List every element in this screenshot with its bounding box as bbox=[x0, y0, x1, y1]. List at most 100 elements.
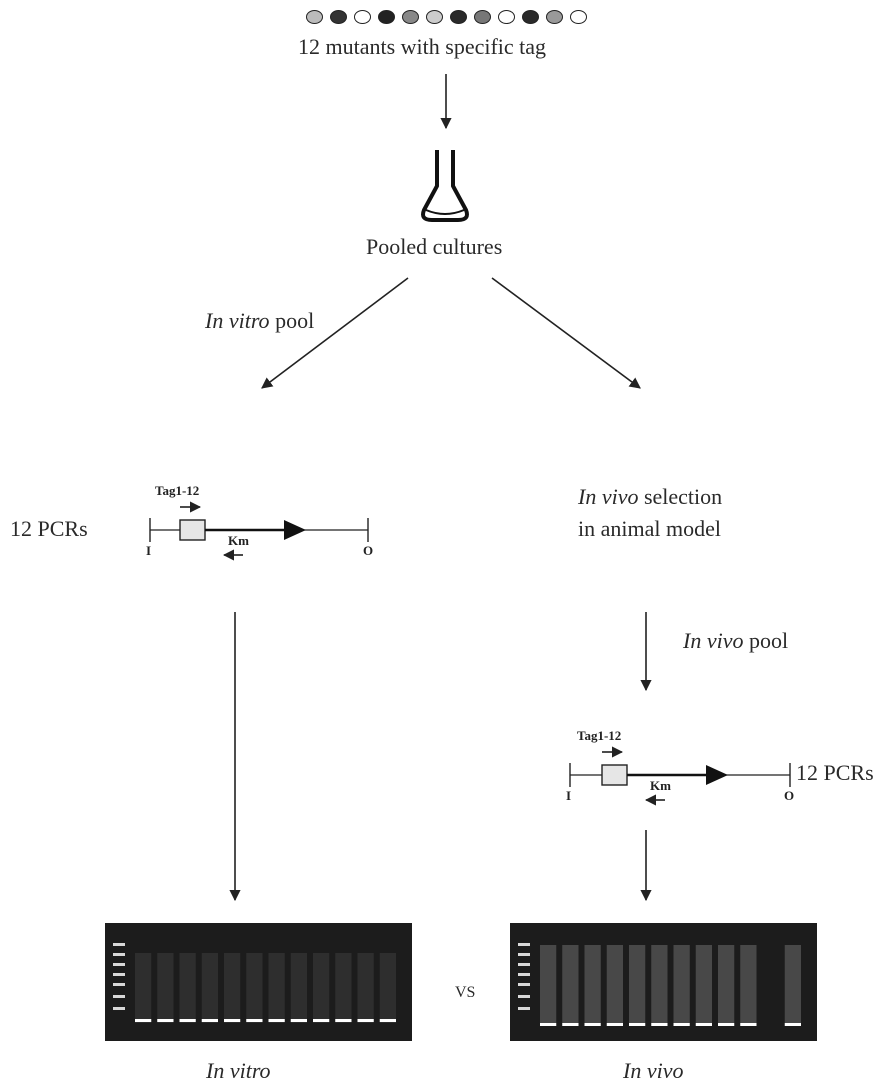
left-tag-label: Tag1-12 bbox=[155, 483, 200, 498]
left-km-label: Km bbox=[228, 533, 249, 548]
ladder-band bbox=[518, 953, 530, 956]
ladder-band bbox=[518, 995, 530, 998]
gel-band bbox=[540, 1023, 557, 1026]
tag-box bbox=[179, 519, 206, 541]
lane-smear bbox=[246, 953, 263, 1023]
in-vivo-pool-label: In vivo pool bbox=[683, 628, 788, 654]
gel-in-vitro bbox=[105, 923, 412, 1041]
gel-band bbox=[290, 1019, 307, 1022]
gel-band bbox=[246, 1019, 263, 1022]
mutant-dot bbox=[522, 10, 539, 24]
lane-smear bbox=[651, 945, 668, 1023]
ladder-band bbox=[518, 1007, 530, 1010]
lane-smear bbox=[268, 953, 285, 1023]
mutant-dot bbox=[306, 10, 323, 24]
mutant-dot bbox=[354, 10, 371, 24]
ladder-band bbox=[113, 943, 125, 946]
ladder-band bbox=[518, 963, 530, 966]
ladder-band bbox=[518, 943, 530, 946]
gel-band bbox=[379, 1019, 396, 1022]
lane-smear bbox=[157, 953, 174, 1023]
lane-smear bbox=[673, 945, 690, 1023]
lane-smear bbox=[179, 953, 196, 1023]
mutant-dot bbox=[330, 10, 347, 24]
gel-band bbox=[584, 1023, 601, 1026]
lane-smear bbox=[313, 953, 330, 1023]
ladder-band bbox=[113, 983, 125, 986]
left-pcr-label: 12 PCRs bbox=[10, 516, 88, 541]
lane-smear bbox=[379, 953, 396, 1023]
flask-icon bbox=[421, 150, 469, 222]
lane-smear bbox=[335, 953, 352, 1023]
in-vivo-selection-label: In vivo selection bbox=[578, 484, 722, 510]
lane-smear bbox=[562, 945, 579, 1023]
lane-smear bbox=[540, 945, 557, 1023]
in-vitro-pool-rest: pool bbox=[269, 308, 315, 333]
gel-band bbox=[201, 1019, 218, 1022]
gel-band bbox=[629, 1023, 646, 1026]
right-km-label: Km bbox=[650, 778, 671, 793]
lane-smear bbox=[224, 953, 241, 1023]
lane-smear bbox=[740, 945, 757, 1023]
mutant-dot bbox=[570, 10, 587, 24]
vs-label: VS bbox=[455, 984, 476, 1001]
in-vitro-pool-italic: In vitro bbox=[205, 308, 270, 333]
mutant-dot bbox=[426, 10, 443, 24]
mutant-dots-row bbox=[306, 10, 596, 28]
mutant-dot bbox=[378, 10, 395, 24]
gel-band bbox=[784, 1023, 801, 1026]
gel-band bbox=[157, 1019, 174, 1022]
arrow-left-diagonal bbox=[261, 277, 409, 389]
gel-band bbox=[562, 1023, 579, 1026]
gel-band bbox=[718, 1023, 735, 1026]
lane-smear bbox=[784, 945, 801, 1023]
mutants-label: 12 mutants with specific tag bbox=[298, 34, 547, 59]
lane-smear bbox=[606, 945, 623, 1023]
gel-band bbox=[224, 1019, 241, 1022]
km-gene-arrowhead bbox=[284, 520, 306, 540]
right-tag-label: Tag1-12 bbox=[577, 728, 622, 743]
gel-band bbox=[606, 1023, 623, 1026]
right-construct-diagram bbox=[569, 746, 791, 806]
ladder-band bbox=[518, 983, 530, 986]
right-pcr-label: 12 PCRs bbox=[796, 760, 874, 785]
mutant-dot bbox=[546, 10, 563, 24]
gel-band bbox=[673, 1023, 690, 1026]
gel-band bbox=[135, 1019, 152, 1022]
ladder-band bbox=[113, 953, 125, 956]
ladder-band bbox=[113, 1007, 125, 1010]
mutant-dot bbox=[474, 10, 491, 24]
ladder-band bbox=[113, 995, 125, 998]
lane-smear bbox=[201, 953, 218, 1023]
ladder-band bbox=[113, 963, 125, 966]
lane-smear bbox=[584, 945, 601, 1023]
gel-band bbox=[179, 1019, 196, 1022]
lane-smear bbox=[135, 953, 152, 1023]
ladder-band bbox=[113, 973, 125, 976]
right-construct-start: I bbox=[566, 788, 572, 803]
km-gene-arrowhead bbox=[706, 765, 728, 785]
gel-in-vivo bbox=[510, 923, 817, 1041]
in-vivo-selection-italic: In vivo bbox=[578, 484, 639, 509]
tag-box bbox=[601, 764, 628, 786]
gel-band bbox=[313, 1019, 330, 1022]
in-vivo-gel-caption: In vivo bbox=[623, 1058, 684, 1083]
lane-smear bbox=[290, 953, 307, 1023]
mutant-dot bbox=[498, 10, 515, 24]
arrow-right-diagonal bbox=[491, 277, 641, 389]
left-construct-end: O bbox=[363, 543, 374, 558]
gel-band bbox=[335, 1019, 352, 1022]
in-vivo-pool-rest: pool bbox=[743, 628, 789, 653]
mutant-dot bbox=[450, 10, 467, 24]
pooled-cultures-label: Pooled cultures bbox=[366, 234, 503, 259]
gel-band bbox=[695, 1023, 712, 1026]
in-vitro-gel-caption: In vitro bbox=[206, 1058, 271, 1083]
gel-band bbox=[651, 1023, 668, 1026]
left-construct-diagram bbox=[149, 501, 369, 561]
in-vivo-pool-italic: In vivo bbox=[683, 628, 744, 653]
right-construct-end: O bbox=[784, 788, 795, 803]
lane-smear bbox=[718, 945, 735, 1023]
lane-smear bbox=[357, 953, 374, 1023]
in-vivo-selection-rest: selection bbox=[638, 484, 723, 509]
